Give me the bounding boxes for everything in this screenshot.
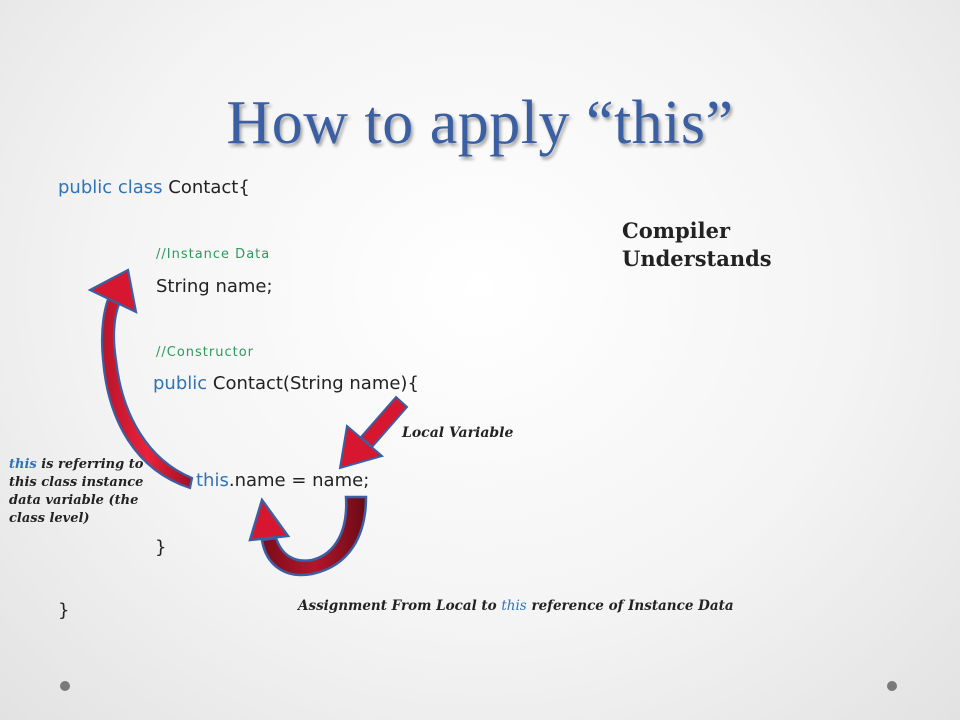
keyword-public: public [153,373,208,394]
code-line-assignment: this.name = name; [196,470,369,491]
assignment-note-this: this [501,598,527,614]
class-name-text: Contact{ [162,177,250,198]
local-variable-label: Local Variable [402,425,514,441]
code-close-brace-class: } [58,600,70,621]
arrow-local-variable [338,395,409,470]
this-reference-note: this is referring to this class instance… [9,456,144,528]
this-reference-note-text: is referring to this class instance data… [9,457,144,526]
assignment-note: Assignment From Local to this reference … [298,598,734,614]
footer-dot-left [60,681,70,691]
constructor-signature: Contact(String name){ [207,373,419,394]
keyword-public-class: public class [58,177,163,198]
assignment-note-part2: reference of Instance Data [526,598,734,614]
code-line-class-decl: public class Contact{ [58,177,250,198]
code-line-constructor: public Contact(String name){ [153,373,419,394]
curved-arrow-this-to-field [87,268,194,490]
keyword-this: this [196,470,229,491]
comment-instance-data: //Instance Data [156,247,271,262]
this-keyword-note: this [9,457,37,472]
u-arrow-assignment [248,495,368,577]
footer-dot-right [887,681,897,691]
code-line-field: String name; [156,276,273,297]
comment-constructor: //Constructor [156,345,255,360]
compiler-understands-heading: Compiler Understands [622,218,772,271]
slide-title: How to apply “this” [226,89,734,157]
code-close-brace-constructor: } [155,537,167,558]
assignment-note-part1: Assignment From Local to [298,598,502,614]
assignment-text: .name = name; [228,470,370,491]
